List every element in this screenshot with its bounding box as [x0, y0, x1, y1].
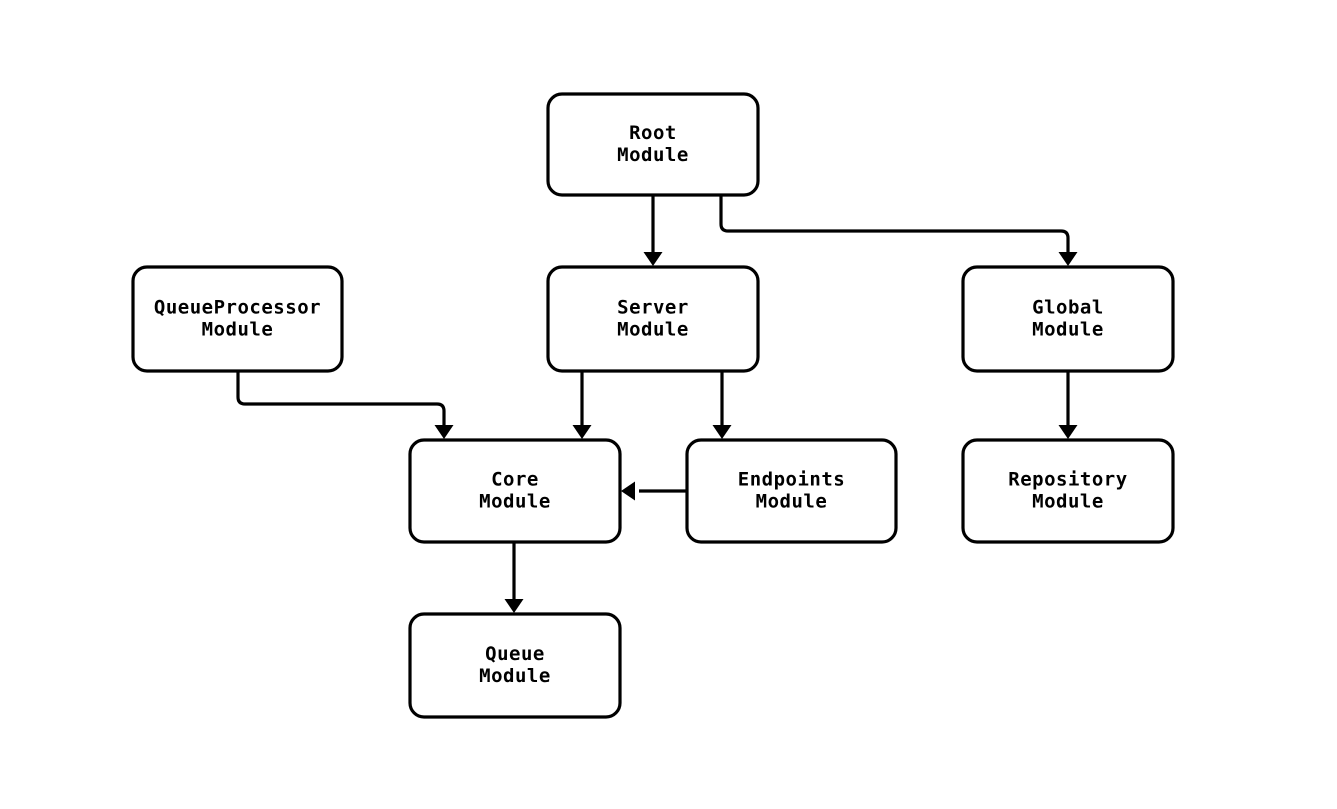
endpoints-module-label-line2: Module — [756, 491, 828, 513]
queue-module-label-line1: Queue — [485, 643, 545, 665]
endpoints-module-box[interactable] — [685, 438, 898, 544]
edge-server-to-endpoints-arrowhead — [712, 425, 732, 439]
root-module-box[interactable] — [546, 92, 760, 197]
queueprocessor-module-label-line1: QueueProcessor — [154, 297, 321, 319]
edge-endpoints-to-core — [621, 481, 687, 501]
edge-server-to-endpoints — [712, 371, 732, 439]
queueprocessor-module-label-line2: Module — [202, 319, 274, 341]
repository-module-box[interactable] — [961, 438, 1175, 544]
queue-module-label-line2: Module — [479, 665, 551, 687]
root-module-label-line1: Root — [629, 122, 677, 144]
edge-root-to-global-line — [719, 195, 1070, 252]
nodes-layer: RootModuleQueueProcessorModuleServerModu… — [131, 92, 1175, 719]
server-module-label-line1: Server — [617, 297, 689, 319]
edge-queueprocessor-to-core-arrowhead — [434, 425, 454, 439]
repository-module-label-line2: Module — [1032, 491, 1104, 513]
repository-module-label-line1: Repository — [1008, 469, 1127, 491]
edge-queueprocessor-to-core — [236, 371, 454, 439]
root-module-label-line2: Module — [617, 144, 689, 166]
server-module-label-line2: Module — [617, 319, 689, 341]
edge-global-to-repository — [1058, 371, 1078, 439]
edge-root-to-server — [643, 195, 663, 266]
edge-root-to-global — [719, 195, 1078, 266]
core-module-label-line2: Module — [479, 491, 551, 513]
edge-core-to-queue-arrowhead — [504, 599, 524, 613]
core-module-label-line1: Core — [491, 469, 539, 491]
edge-root-to-global-arrowhead — [1058, 252, 1078, 266]
global-module-label-line2: Module — [1032, 319, 1104, 341]
queue-module-box[interactable] — [408, 612, 622, 719]
core-module-box[interactable] — [408, 438, 622, 544]
queueprocessor-module-box[interactable] — [131, 265, 344, 373]
global-module-label-line1: Global — [1032, 297, 1104, 319]
edge-endpoints-to-core-arrowhead — [621, 481, 635, 501]
global-module-box[interactable] — [961, 265, 1175, 373]
edge-server-to-core — [572, 371, 592, 439]
edge-root-to-server-arrowhead — [643, 252, 663, 266]
edge-core-to-queue — [504, 542, 524, 613]
edge-server-to-core-arrowhead — [572, 425, 592, 439]
endpoints-module-label-line1: Endpoints — [738, 469, 845, 491]
server-module-box[interactable] — [546, 265, 760, 373]
edges-layer — [236, 195, 1078, 613]
edge-global-to-repository-arrowhead — [1058, 425, 1078, 439]
edge-queueprocessor-to-core-line — [236, 371, 446, 425]
